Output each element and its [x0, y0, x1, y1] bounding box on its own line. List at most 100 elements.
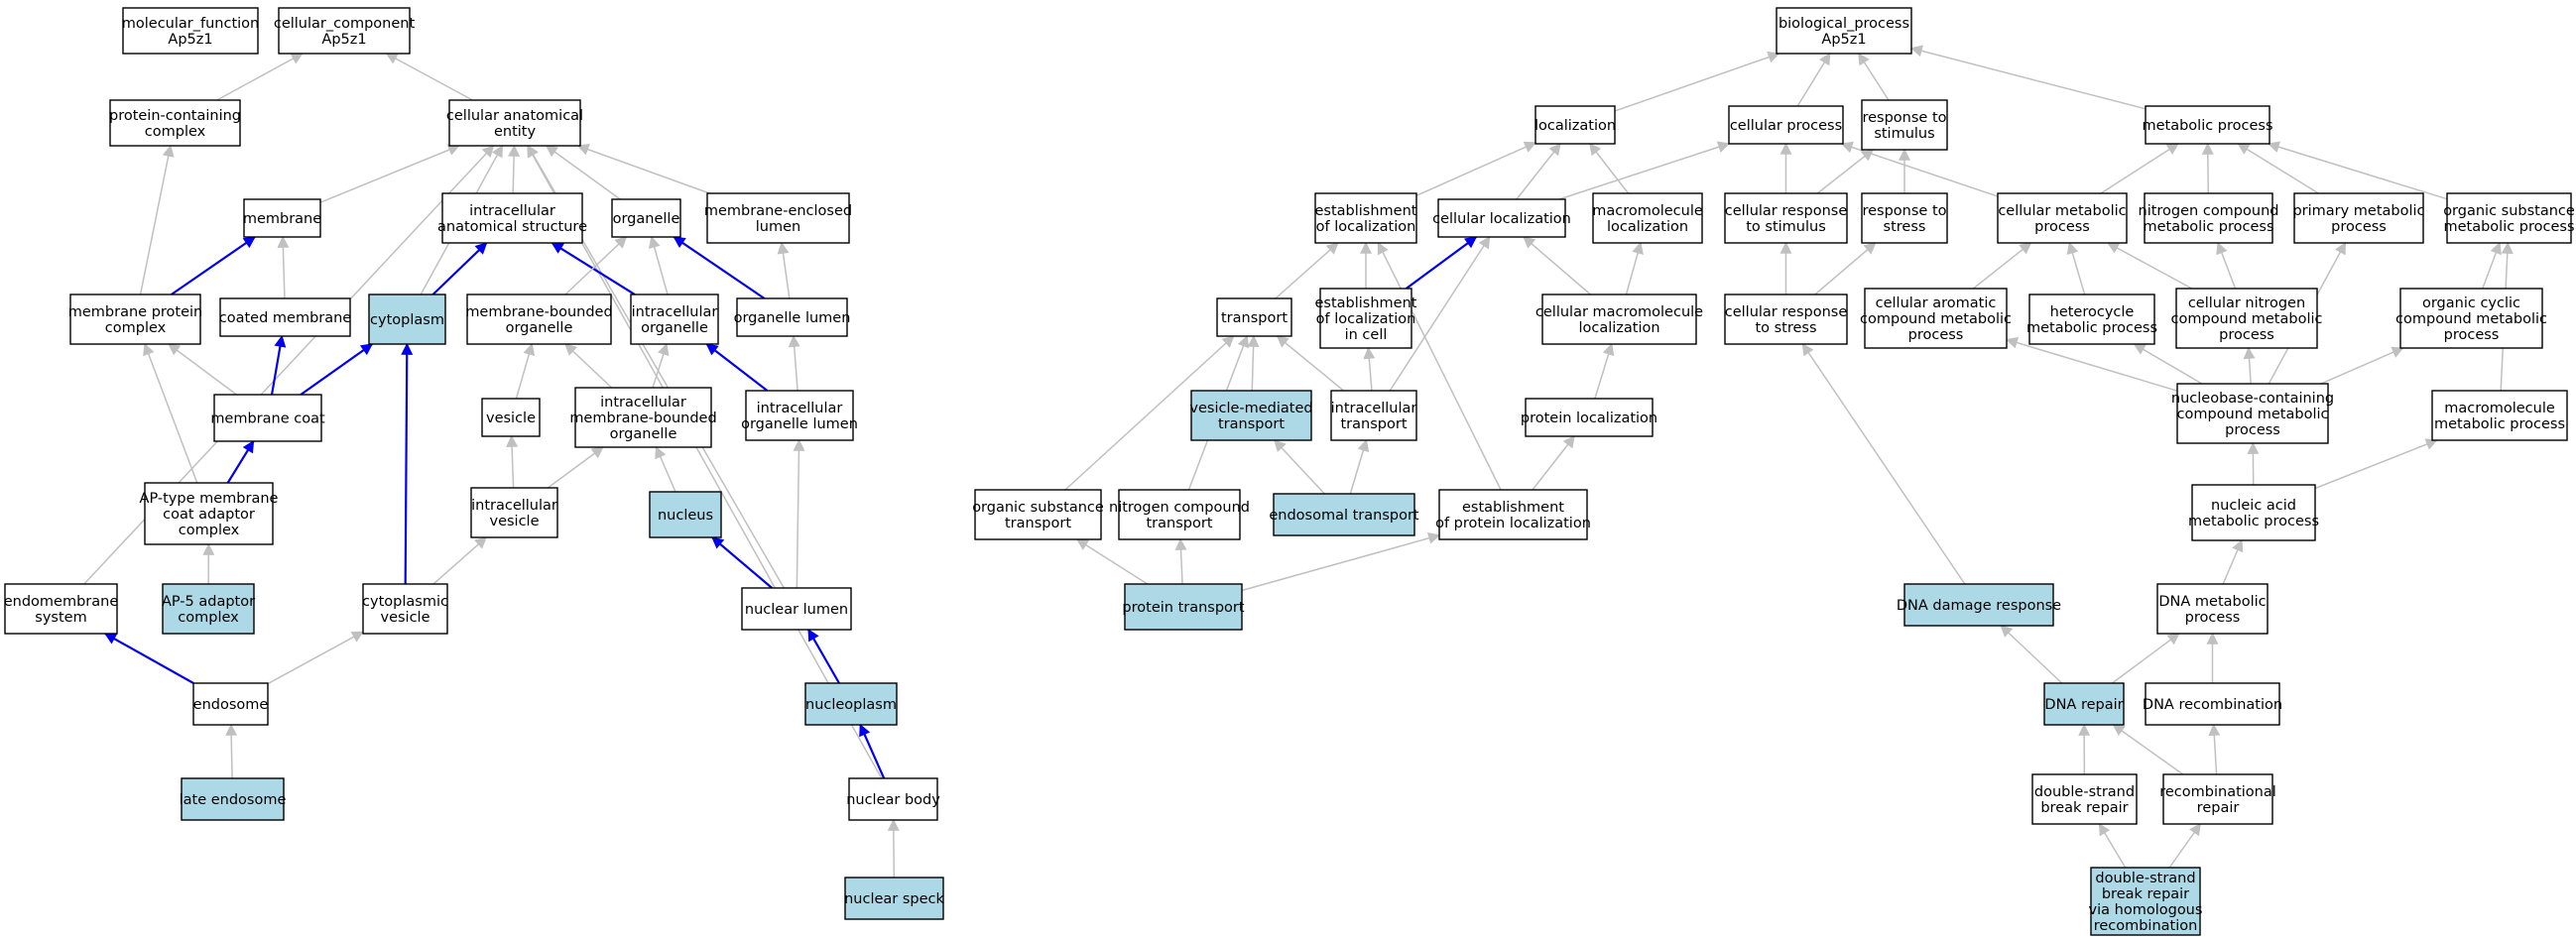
term-box [611, 198, 681, 238]
term-label: cellular nitrogen [2188, 295, 2305, 311]
term-label: DNA damage response [1897, 598, 2061, 614]
term-box [2399, 288, 2543, 349]
edge-ost-to-tr [1064, 335, 1235, 491]
term-box [741, 587, 852, 631]
term-box [2293, 192, 2424, 244]
term-label: membrane-bounded [465, 304, 612, 320]
term-label: entity [494, 124, 537, 140]
term-label: lumen [756, 219, 800, 235]
term-label: via homologous [2089, 902, 2203, 918]
edge-et-to-itr [1349, 438, 1370, 495]
edge-nbcmp-to-cncmp [2243, 346, 2256, 385]
term-label: nuclear body [846, 792, 940, 808]
edge-nb-to-np [859, 723, 886, 779]
term-label: nitrogen compound [2139, 203, 2279, 219]
term-label: vesicle [489, 514, 539, 529]
term-label: cellular_component [274, 16, 416, 32]
term-box [2145, 105, 2270, 145]
term-label: cellular aromatic [1876, 295, 1997, 311]
edge-pmp-to-mp [2237, 143, 2319, 194]
term-node-pt: protein transport [1122, 583, 1245, 631]
term-label: stimulus [1874, 126, 1934, 142]
term-label: complex [178, 610, 239, 626]
edge-org-to-cae [545, 145, 621, 200]
edge-mcoat-to-mpc [168, 343, 237, 396]
edge-mem-to-cae [319, 144, 460, 203]
term-label: molecular_function [122, 16, 259, 32]
term-box [213, 394, 322, 442]
edge-np-to-nl [807, 628, 840, 684]
edge-ias-to-cae [508, 144, 521, 194]
term-label: recombination [2094, 918, 2198, 934]
term-label: response to [1862, 203, 1946, 219]
term-label: to stimulus [1746, 219, 1826, 235]
term-label: break repair [2102, 886, 2189, 902]
edge-imbo-to-io [652, 342, 670, 389]
term-label: establishment [1462, 500, 1564, 516]
term-label: metabolic process [2026, 320, 2157, 336]
term-label: transport [1221, 310, 1288, 326]
edge-endo-to-cv [267, 631, 365, 685]
node-layer: molecular_functionAp5z1cellular_componen… [4, 7, 2575, 936]
term-label: of protein localization [1435, 516, 1591, 531]
term-box [1776, 7, 1912, 55]
term-node-ploc: protein localization [1521, 398, 1657, 437]
edge-ap-to-mcoat [226, 439, 255, 484]
term-box [2175, 288, 2318, 349]
term-label: intracellular [600, 395, 686, 411]
term-node-mcoat: membrane coat [210, 394, 325, 442]
term-box [1861, 192, 1948, 244]
term-label: metabolic process [2443, 219, 2574, 235]
term-label: complex [145, 124, 206, 140]
term-node-cm: coated membrane [219, 297, 351, 337]
term-label: localization [1578, 320, 1659, 336]
term-node-mp: metabolic process [2142, 105, 2273, 145]
edge-occmp-to-osmp [2482, 241, 2502, 290]
term-box [109, 99, 241, 147]
term-label: cellular process [1730, 118, 1842, 134]
term-box [630, 293, 719, 345]
term-label: response to [1862, 110, 1946, 126]
edge-rts-to-bp [1858, 52, 1890, 101]
edge-cmp-to-mp [2100, 143, 2179, 194]
term-label: endosome [193, 697, 269, 713]
term-label: cellular localization [1432, 211, 1571, 227]
term-label: intracellular [1331, 401, 1417, 416]
term-box [736, 297, 848, 337]
edge-nuc-to-imbo [655, 445, 676, 493]
term-box [745, 390, 854, 441]
term-label: membrane protein [68, 304, 202, 320]
term-label: transport [1341, 416, 1408, 432]
term-label: compound metabolic [2177, 407, 2329, 422]
term-label: late endosome [180, 792, 287, 808]
edge-cmp-to-cp [1840, 141, 1999, 197]
term-label: nucleic acid [2211, 498, 2296, 514]
edge-nbcmp-to-cacmp [2005, 336, 2178, 392]
term-label: break repair [2040, 800, 2128, 816]
term-node-nl: nuclear lumen [741, 587, 852, 631]
term-label: to stress [1755, 320, 1816, 336]
term-node-ol: organelle lumen [734, 297, 850, 337]
term-box [2031, 773, 2138, 825]
term-label: complex [105, 320, 167, 336]
term-label: AP-5 adaptor [162, 594, 255, 610]
term-box [448, 99, 581, 147]
edge-crs-to-rtstress [1814, 242, 1877, 295]
term-label: nucleoplasm [805, 697, 897, 713]
term-node-drec: DNA recombination [2143, 682, 2282, 726]
